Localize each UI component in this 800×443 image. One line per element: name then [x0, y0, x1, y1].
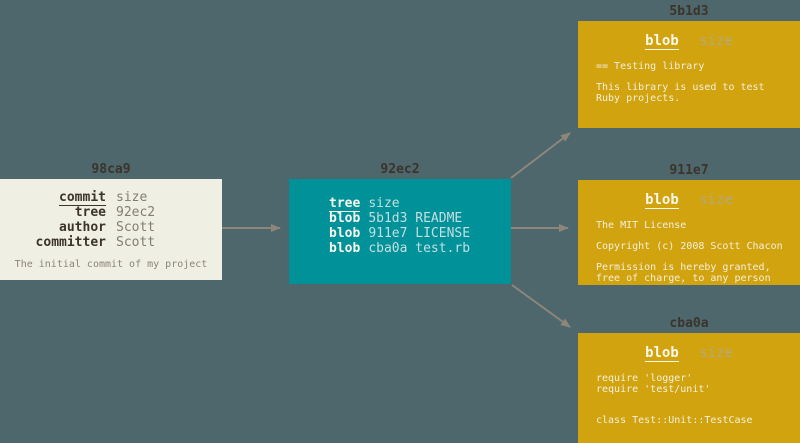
blob-object-box-license: blob size The MIT License Copyright (c) …: [578, 180, 800, 285]
tree-entry-type: blob: [329, 211, 361, 226]
blob-object-box-testrb: blob size require 'logger' require 'test…: [578, 333, 800, 443]
commit-field-row: commit size: [0, 190, 222, 206]
blob-size-field: size: [699, 345, 733, 361]
commit-field-row: tree 92ec2: [0, 205, 222, 220]
blob-header: blob size: [578, 21, 800, 50]
blob-content: == Testing library This library is used …: [596, 61, 765, 104]
blob-type-keyword: blob: [645, 33, 679, 50]
blob-size-field: size: [699, 192, 733, 208]
blob-hash-label: 5b1d3: [669, 4, 709, 19]
arrow-tree-to-blob-testrb: [511, 284, 571, 328]
tree-entry-row: blob 911e7 LICENSE: [329, 226, 511, 241]
tree-entry-detail: cba0a test.rb: [368, 241, 471, 256]
commit-field-key: committer: [35, 235, 106, 250]
blob-content: require 'logger' require 'test/unit' cla…: [596, 373, 753, 426]
commit-field-value: 92ec2: [116, 205, 156, 220]
commit-size-value: size: [116, 190, 148, 205]
tree-type-keyword: tree: [329, 196, 361, 212]
commit-type-keyword: commit: [59, 190, 106, 206]
commit-message: The initial commit of my project: [14, 259, 208, 270]
tree-entry-detail: size: [368, 196, 400, 211]
tree-object-box: tree size blob 5b1d3 README blob 911e7 L…: [289, 179, 511, 284]
commit-field-key: tree: [74, 205, 106, 220]
tree-entry-row: blob 5b1d3 README: [329, 211, 511, 226]
tree-entry-detail: 911e7 LICENSE: [368, 226, 471, 241]
commit-field-key: author: [59, 220, 106, 235]
tree-entry-type: blob: [329, 241, 361, 256]
tree-entry-detail: 5b1d3 README: [368, 211, 463, 226]
commit-hash-label: 98ca9: [91, 162, 131, 177]
blob-type-keyword: blob: [645, 192, 679, 209]
tree-entry-row: blob cba0a test.rb: [329, 241, 511, 256]
blob-content: The MIT License Copyright (c) 2008 Scott…: [596, 220, 783, 284]
blob-size-field: size: [699, 33, 733, 49]
commit-object-box: commit size tree 92ec2 author Scott comm…: [0, 179, 222, 280]
blob-header: blob size: [578, 180, 800, 209]
arrow-tree-to-blob-readme: [510, 132, 571, 179]
blob-object-box-readme: blob size == Testing library This librar…: [578, 21, 800, 128]
commit-field-row: author Scott: [0, 220, 222, 235]
commit-field-value: Scott: [116, 235, 156, 250]
blob-header: blob size: [578, 333, 800, 362]
tree-entry-row: tree size: [329, 196, 511, 212]
commit-field-value: Scott: [116, 220, 156, 235]
tree-entry-type: blob: [329, 226, 361, 241]
blob-type-keyword: blob: [645, 345, 679, 362]
blob-hash-label: 911e7: [669, 163, 709, 178]
commit-field-row: committer Scott: [0, 235, 222, 250]
blob-hash-label: cba0a: [669, 316, 709, 331]
tree-hash-label: 92ec2: [380, 162, 420, 177]
